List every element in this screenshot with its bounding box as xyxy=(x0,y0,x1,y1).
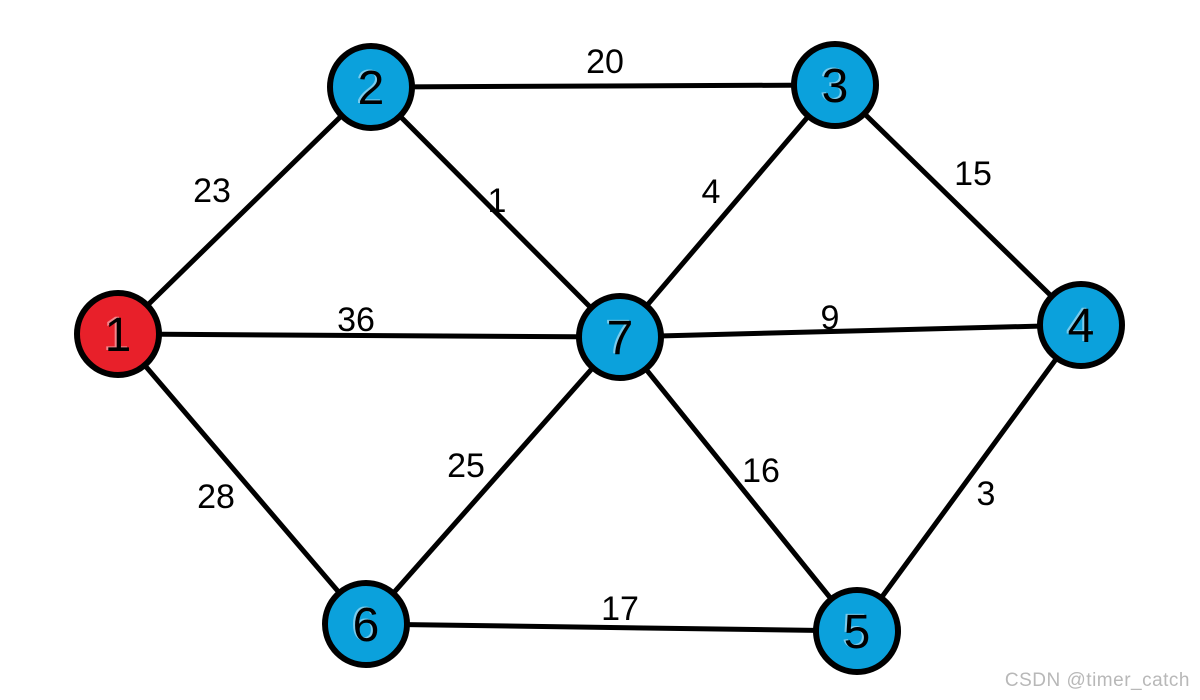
edge-weight-1-7: 36 xyxy=(337,301,375,339)
node-label-7: 7 xyxy=(607,312,634,365)
edge-4-5 xyxy=(854,323,1084,633)
graph-node-7: 7 xyxy=(576,293,664,381)
edge-7-5 xyxy=(618,335,859,633)
node-circle-5 xyxy=(813,587,901,675)
edge-weight-1-2: 23 xyxy=(193,172,231,210)
node-label-2: 2 xyxy=(358,62,385,115)
node-label-3: 3 xyxy=(822,60,849,113)
node-circle-2 xyxy=(327,43,415,131)
node-circle-1 xyxy=(74,290,162,378)
edge-weight-7-4: 9 xyxy=(821,299,840,337)
graph-node-4: 4 xyxy=(1037,281,1125,369)
watermark: CSDN @timer_catch xyxy=(1004,670,1190,691)
node-label-6: 6 xyxy=(353,599,380,652)
edge-1-2 xyxy=(116,85,373,336)
edge-2-7 xyxy=(369,85,622,339)
edge-weight-7-5: 16 xyxy=(742,452,780,490)
node-label-1: 1 xyxy=(105,309,132,362)
node-label-5: 5 xyxy=(844,606,871,659)
edge-7-4 xyxy=(619,322,1082,340)
edge-weight-3-4: 15 xyxy=(954,155,992,193)
node-circle-6 xyxy=(322,580,410,668)
edge-6-7 xyxy=(364,335,622,626)
edge-1-7 xyxy=(117,331,621,340)
graph-node-2: 2 xyxy=(327,43,415,131)
edge-weight-2-3: 20 xyxy=(586,43,624,81)
edge-weight-2-7: 1 xyxy=(488,182,507,220)
graph-node-6: 6 xyxy=(322,580,410,668)
graph-node-3: 3 xyxy=(791,41,879,129)
graph-node-5: 5 xyxy=(813,587,901,675)
graph-node-1: 1 xyxy=(74,290,162,378)
node-circle-7 xyxy=(576,293,664,381)
edge-1-6 xyxy=(116,332,368,626)
node-circle-3 xyxy=(791,41,879,129)
edge-weight-1-6: 28 xyxy=(197,478,235,516)
edge-3-4 xyxy=(833,83,1083,327)
node-circle-4 xyxy=(1037,281,1125,369)
edge-weight-6-7: 25 xyxy=(447,447,485,485)
node-label-4: 4 xyxy=(1068,300,1095,353)
edge-3-7 xyxy=(618,83,837,339)
edge-6-5 xyxy=(365,621,858,634)
edge-2-3 xyxy=(370,82,836,90)
edge-weight-3-7: 4 xyxy=(702,173,721,211)
edge-weight-4-5: 3 xyxy=(977,475,996,513)
edge-weight-6-5: 17 xyxy=(601,590,639,628)
